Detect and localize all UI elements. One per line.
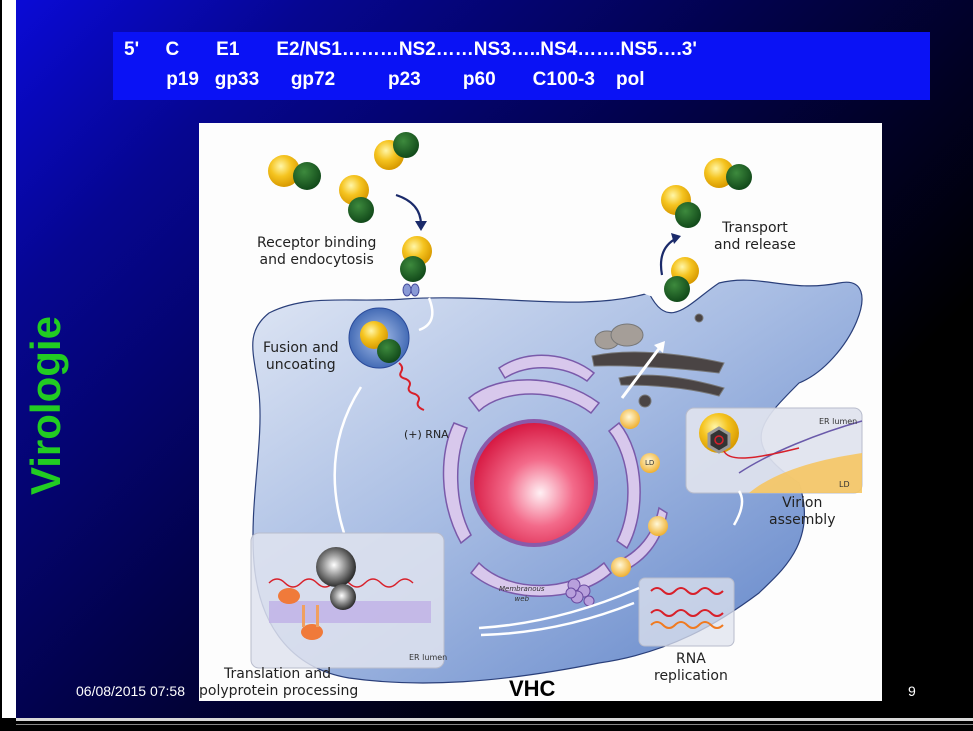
label-ld: LD bbox=[645, 459, 655, 467]
virion-free-2 bbox=[374, 132, 419, 170]
virion-free-3 bbox=[339, 175, 374, 223]
page-number: 9 bbox=[908, 683, 916, 699]
label-ld-box: LD bbox=[839, 480, 850, 489]
membranous-web bbox=[565, 578, 595, 607]
footer-title: VHC bbox=[509, 676, 556, 701]
nucleus bbox=[470, 419, 598, 547]
rna-replication-inset bbox=[638, 577, 735, 647]
plus-rna-strand bbox=[398, 362, 425, 411]
label-plus-rna: (+) RNA bbox=[404, 428, 449, 441]
left-border-bar bbox=[2, 0, 16, 718]
virion-budding bbox=[664, 257, 699, 302]
entry-arrow bbox=[395, 193, 423, 226]
bottom-divider-dark bbox=[16, 724, 973, 731]
virion-binding bbox=[400, 236, 432, 282]
bottom-divider bbox=[16, 718, 973, 721]
secretion-arrow bbox=[620, 345, 663, 399]
virion-released-2 bbox=[661, 185, 701, 228]
receptor-icon bbox=[402, 283, 420, 297]
virion-released-1 bbox=[704, 158, 752, 190]
side-title: Virologie bbox=[22, 316, 69, 495]
virion-assembly-inset bbox=[685, 407, 863, 494]
label-er-lumen-top: ER lumen bbox=[819, 417, 858, 426]
label-er-lumen-bottom: ER lumen bbox=[409, 653, 448, 662]
genome-proteins-row: p19 gp33 gp72 p23 p60 C100-3 pol bbox=[124, 69, 645, 90]
footer-date: 06/08/2015 07:58 bbox=[76, 683, 185, 699]
diagram-graphics bbox=[250, 132, 863, 684]
lipid-droplets bbox=[611, 409, 668, 577]
virion-free-1 bbox=[268, 155, 321, 190]
golgi-apparatus bbox=[591, 313, 725, 408]
genome-map-box: 5' C E1 E2/NS1………NS2……NS3…..NS4…….NS5….3… bbox=[113, 32, 930, 100]
genome-genes-row: 5' C E1 E2/NS1………NS2……NS3…..NS4…….NS5….3… bbox=[124, 39, 697, 60]
translation-inset bbox=[250, 532, 445, 669]
